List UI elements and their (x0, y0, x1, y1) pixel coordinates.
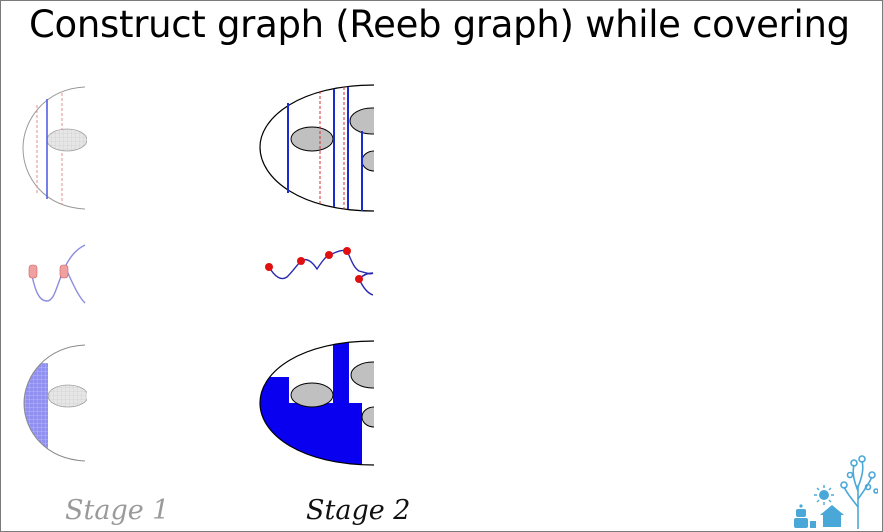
obstacle-hole (290, 126, 334, 152)
covered-area (333, 341, 349, 409)
graph-node (325, 251, 333, 259)
obstacle-hole (46, 128, 87, 152)
stage1-reeb-graph (28, 244, 86, 304)
stage1-sweep-diagram (22, 86, 87, 210)
covered-area (289, 403, 362, 465)
sun-icon (814, 485, 834, 505)
graph-edge (346, 250, 374, 275)
slide-title: Construct graph (Reeb graph) while cover… (29, 3, 850, 46)
obstacle-hole (361, 150, 374, 172)
decorative-logo (794, 455, 878, 529)
obstacle-hole (290, 382, 334, 408)
obstacle-hole (361, 406, 374, 428)
region-boundary (22, 86, 86, 210)
obstacle-hole (47, 384, 87, 408)
graph-edge (30, 244, 86, 302)
stage1-label: Stage 1 (65, 495, 170, 526)
tree-icon (840, 455, 878, 529)
stage2-label: Stage 2 (306, 495, 411, 526)
obstacle-hole (349, 107, 374, 135)
house-icon (820, 505, 844, 527)
stage1-coverage-diagram (23, 344, 87, 462)
graph-edge (268, 249, 348, 280)
stage2-sweep-diagram (259, 84, 374, 212)
stage2-coverage-diagram (259, 340, 374, 466)
graph-node (28, 264, 38, 279)
graph-node (59, 264, 69, 279)
region-boundary (259, 340, 374, 466)
graph-node (297, 257, 305, 265)
region-boundary (259, 84, 374, 212)
graph-node (355, 275, 363, 283)
graph-node (265, 263, 273, 271)
robot-icon (794, 504, 808, 528)
region-boundary (23, 344, 86, 462)
stage2-reeb-graph (265, 247, 374, 296)
obstacle-hole (350, 361, 374, 389)
graph-node (343, 247, 351, 255)
